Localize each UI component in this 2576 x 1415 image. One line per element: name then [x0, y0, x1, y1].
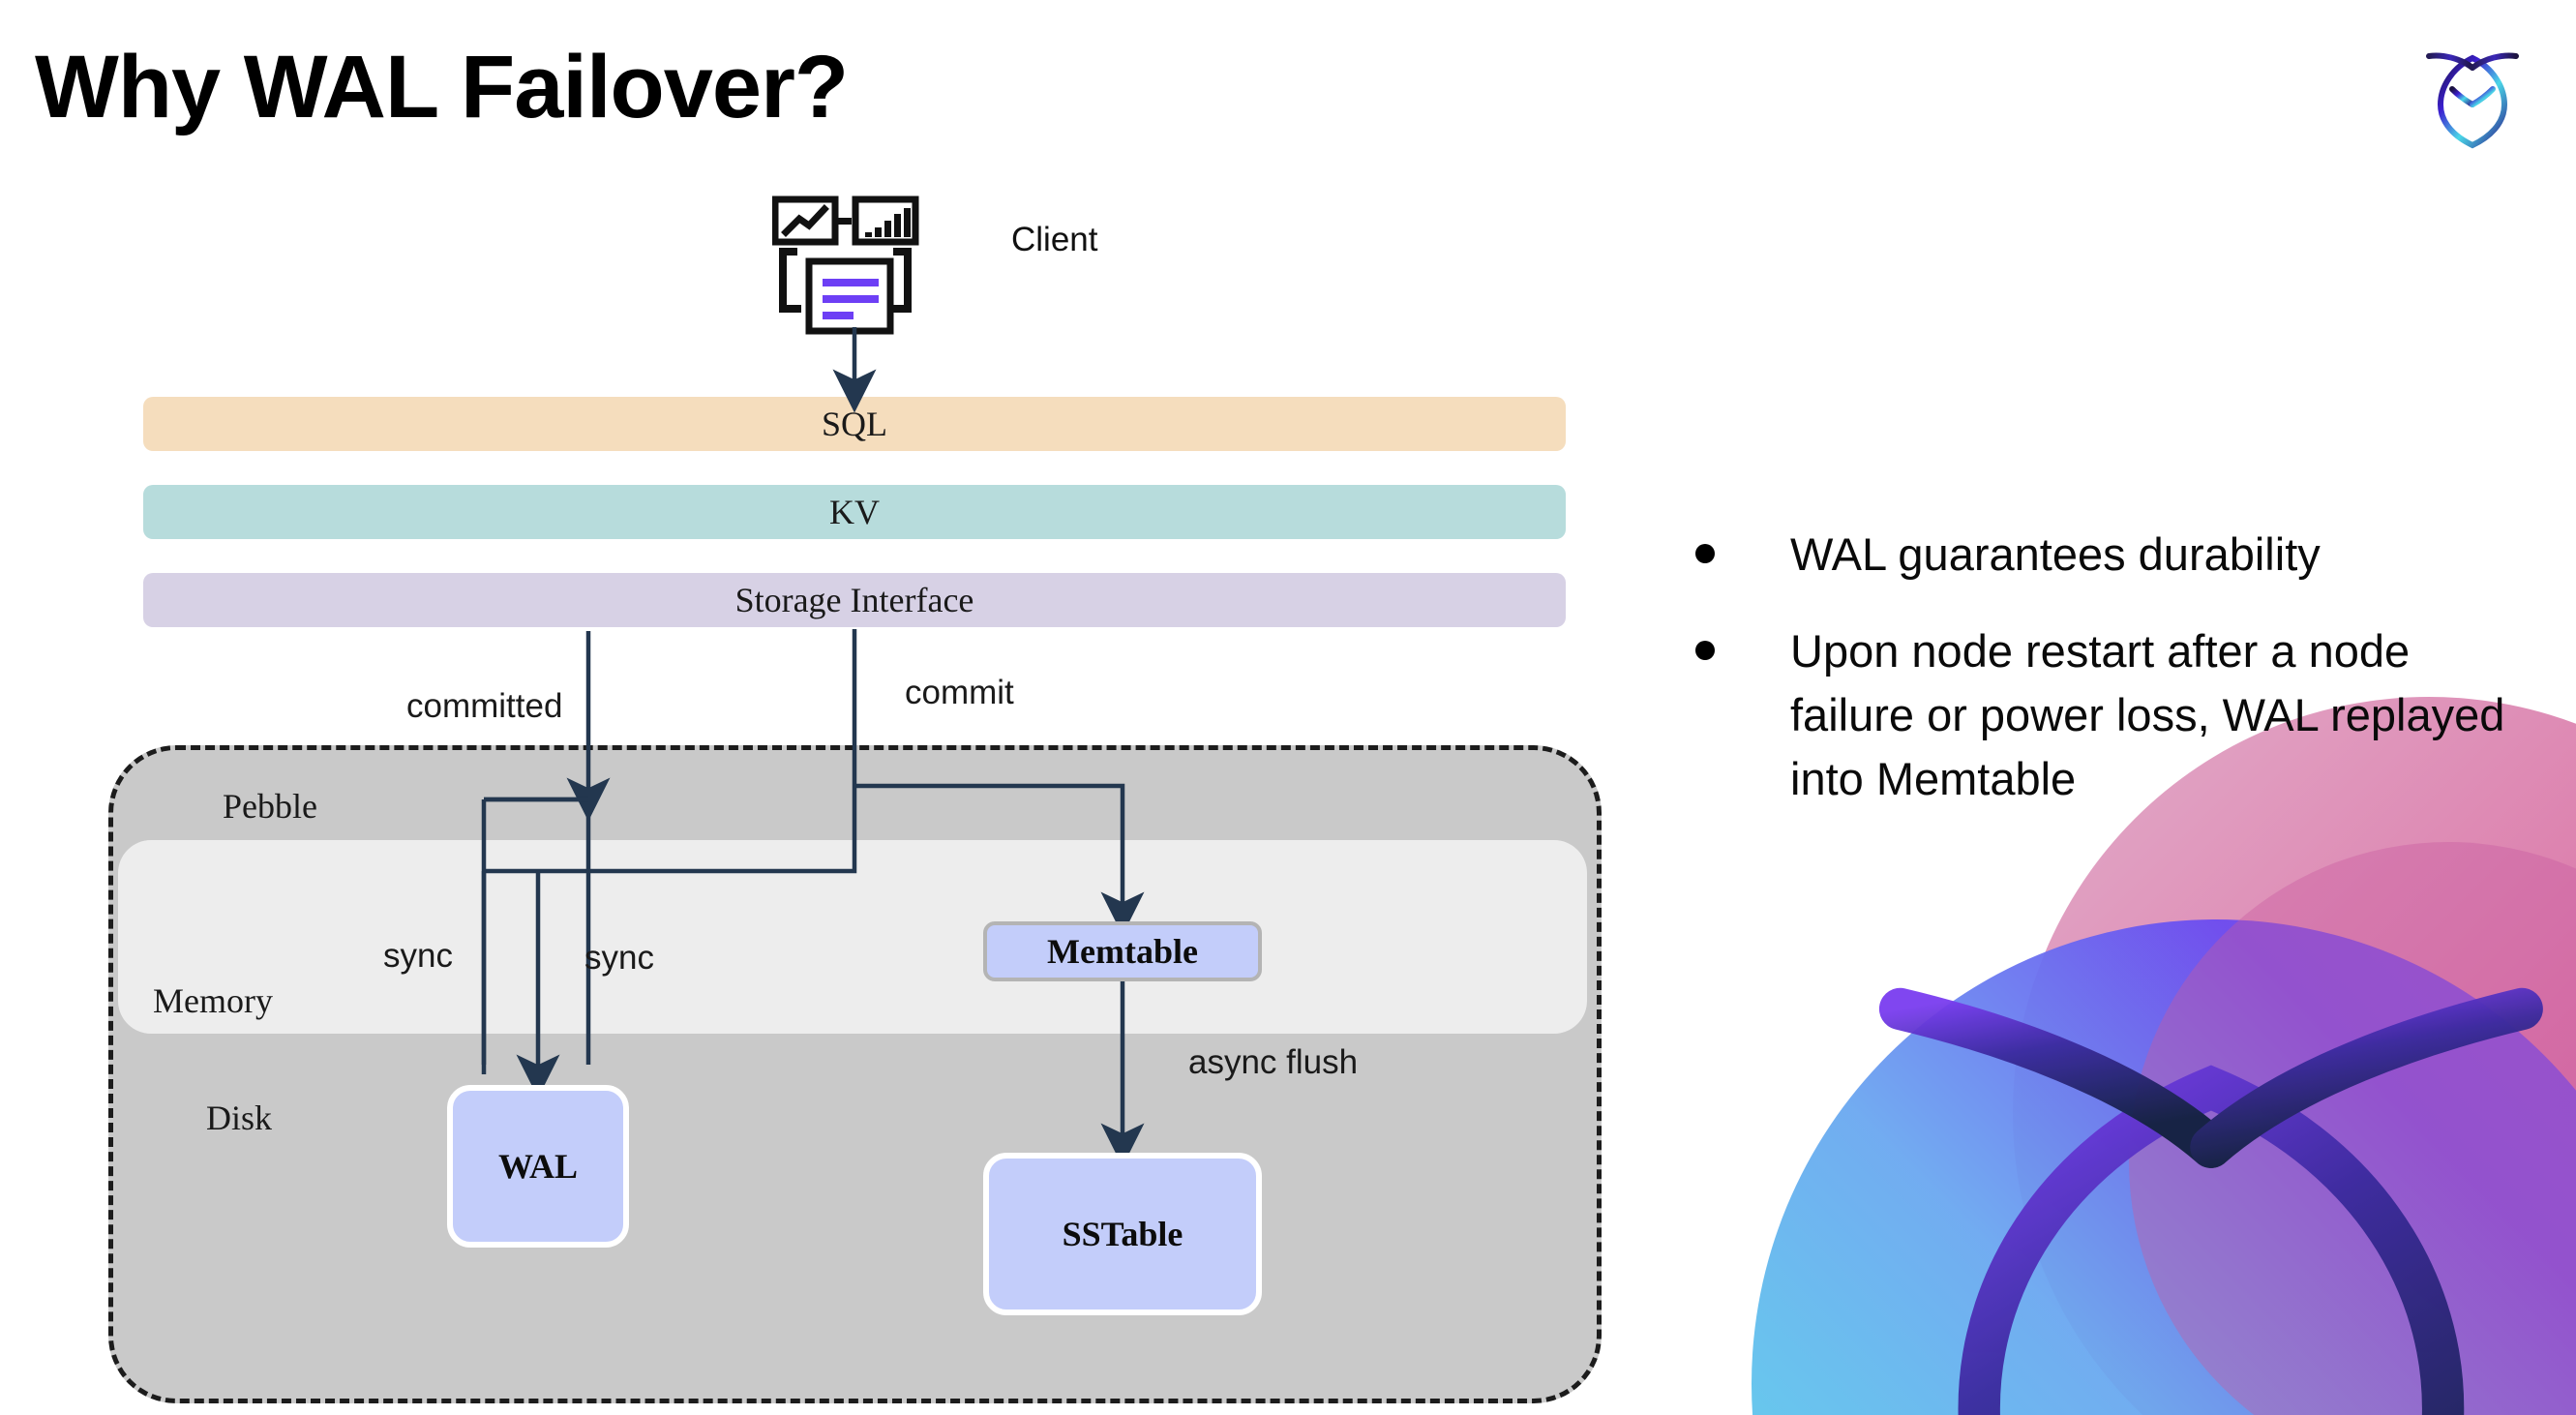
pebble-label: Pebble — [223, 787, 317, 826]
layer-bar-kv: KV — [143, 485, 1566, 539]
bullet-list: WAL guarantees durability Upon node rest… — [1695, 523, 2528, 844]
memory-region — [118, 840, 1587, 1034]
layer-label-kv: KV — [829, 493, 880, 531]
edge-label-async-flush: async flush — [1188, 1043, 1359, 1081]
node-label-sstable: SSTable — [1062, 1215, 1183, 1253]
layer-label-sql: SQL — [821, 405, 887, 443]
list-item: Upon node restart after a node failure o… — [1695, 619, 2528, 811]
bullet-dot-icon — [1695, 641, 1715, 660]
edge-label-sync-left: sync — [383, 937, 453, 975]
list-item: WAL guarantees durability — [1695, 523, 2528, 587]
bullet-text: Upon node restart after a node failure o… — [1790, 625, 2505, 804]
node-label-memtable: Memtable — [1047, 932, 1198, 971]
layer-bar-sql: SQL — [143, 397, 1566, 451]
node-wal: WAL — [447, 1085, 629, 1248]
page-title: Why WAL Failover? — [35, 38, 849, 136]
node-sstable: SSTable — [983, 1153, 1262, 1315]
edge-label-sync-right: sync — [584, 939, 654, 977]
edge-label-committed: committed — [406, 687, 563, 725]
disk-label: Disk — [206, 1099, 273, 1137]
memory-label: Memory — [153, 981, 273, 1020]
client-icon — [772, 196, 919, 335]
edge-label-commit: commit — [905, 674, 1014, 711]
cockroachdb-logo-icon — [2426, 52, 2519, 149]
node-label-wal: WAL — [497, 1147, 579, 1186]
layer-label-storage-interface: Storage Interface — [734, 581, 974, 619]
layer-bar-storage-interface: Storage Interface — [143, 573, 1566, 627]
node-memtable: Memtable — [983, 921, 1262, 981]
bullet-text: WAL guarantees durability — [1790, 528, 2321, 580]
bullet-dot-icon — [1695, 544, 1715, 563]
client-label: Client — [1011, 221, 1098, 258]
architecture-diagram: Client SQL KV Storage Interface Pebble M… — [108, 196, 1602, 1403]
